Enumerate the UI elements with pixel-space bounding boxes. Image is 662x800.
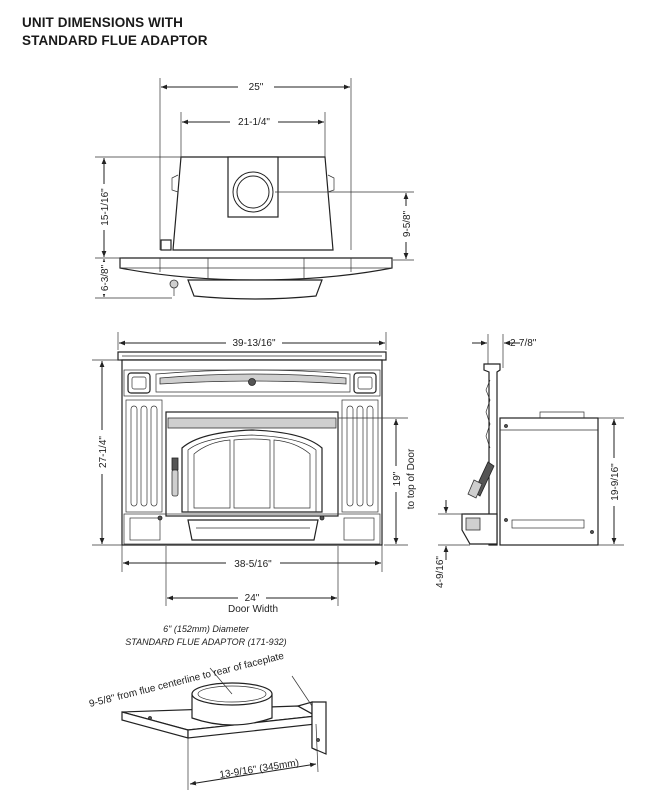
top-flue-offset-label: 9-5/8": [402, 210, 413, 237]
front-base-width-label: 38-5/16": [234, 559, 272, 570]
top-body-width-label: 21-1/4": [238, 117, 270, 128]
top-view: 25" 21-1/4" 15-1/16": [95, 78, 414, 300]
front-door-width-value: 24": [245, 593, 260, 604]
flue-collar: [227, 156, 279, 218]
front-overall-height-label: 27-1/4": [98, 436, 109, 468]
title-line-1: UNIT DIMENSIONS WITH: [22, 15, 183, 30]
adaptor-plate-depth-label: 13-9/16" (345mm): [219, 758, 300, 781]
page-title: UNIT DIMENSIONS WITH STANDARD FLUE ADAPT…: [22, 14, 208, 50]
side-bottom-offset-label: 4-9/16": [435, 556, 446, 588]
front-door-height-caption: to top of Door: [406, 448, 417, 509]
side-faceplate: [483, 363, 501, 546]
top-body-depth-label: 15-1/16": [100, 188, 111, 226]
adaptor-caption-line-1: 6" (152mm) Diameter: [163, 624, 250, 634]
top-faceplate-depth-label: 6-3/8": [100, 264, 111, 291]
side-faceplate-thickness-label: 2-7/8": [510, 338, 537, 349]
side-body: [499, 417, 599, 546]
ash-pan-top: [187, 279, 323, 300]
top-overall-width-label: 25": [249, 82, 264, 93]
front-overall-width-label: 39-13/16": [232, 338, 275, 349]
front-door-width-caption: Door Width: [228, 604, 278, 615]
flue-adaptor-view: 6" (152mm) Diameter STANDARD FLUE ADAPTO…: [88, 624, 327, 790]
stove-door: [181, 429, 323, 513]
front-door-height-value: 19": [392, 471, 403, 486]
title-line-2: STANDARD FLUE ADAPTOR: [22, 33, 208, 48]
adaptor-caption-line-2: STANDARD FLUE ADAPTOR (171-932): [125, 637, 286, 647]
front-view: 39-13/16": [92, 332, 417, 615]
ash-lip: [187, 519, 319, 541]
side-overall-height-label: 19-9/16": [610, 463, 621, 501]
side-view: 2-7/8" 19-9/16" 4-9/16": [435, 334, 624, 588]
